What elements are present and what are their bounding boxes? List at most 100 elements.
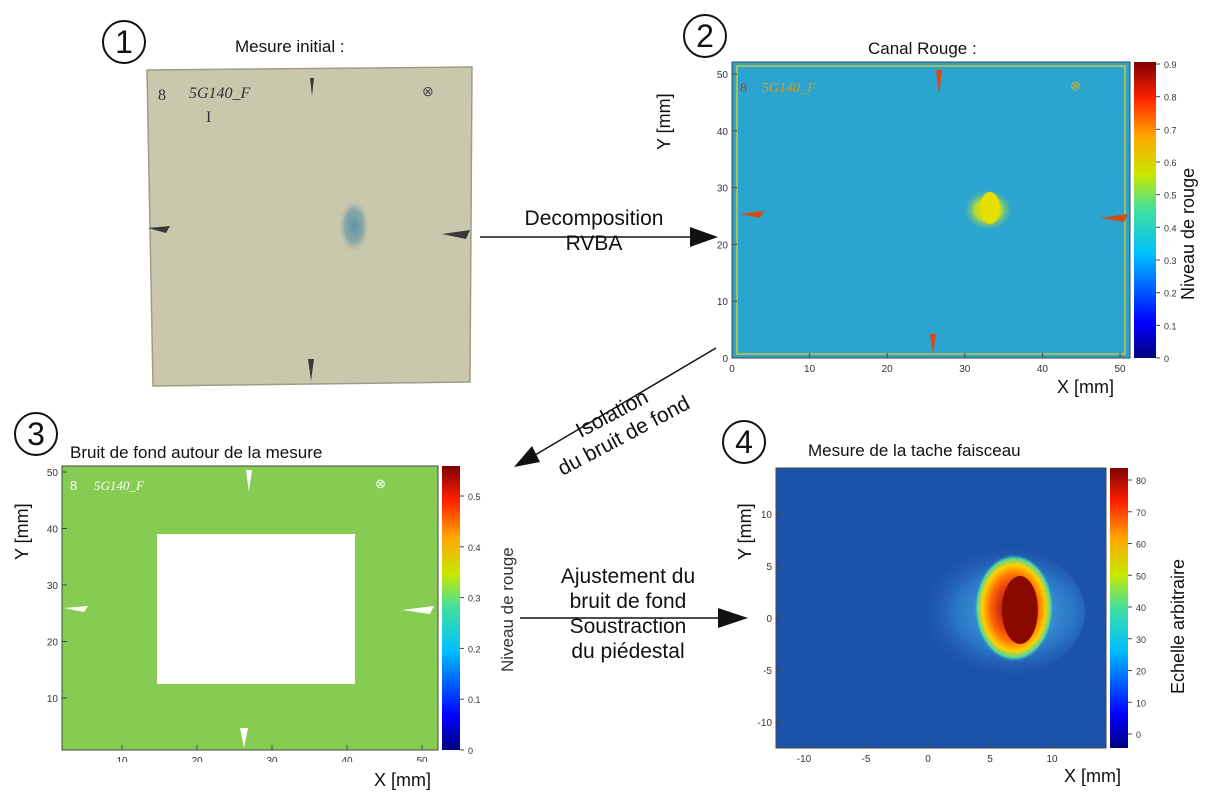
panel4-title: Mesure de la tache faisceau: [808, 441, 1021, 460]
panel3-colorbar-ticks: 00.10.20.30.40.5: [460, 492, 481, 756]
panel3-y-tick: 30: [47, 581, 59, 592]
panel4-x-tick: 5: [987, 754, 993, 765]
panel3-y-tick: 50: [47, 468, 59, 479]
panel3-y-tick: 10: [47, 694, 59, 705]
svg-text:⊗: ⊗: [1070, 78, 1081, 93]
panel3-title: Bruit de fond autour de la mesure: [70, 443, 323, 462]
panel4-z-tick: 10: [1136, 698, 1146, 708]
panel2-heatmap: 5G140_F 8 ⊗ 0 10 20 30 40 50 0 10 20 30 40 50 0 0.1…: [700, 58, 1180, 378]
svg-text:⊗: ⊗: [375, 476, 386, 491]
panel4-z-tick: 80: [1136, 476, 1146, 486]
panel4-x-tick: 10: [1046, 754, 1058, 765]
decomposition-line2: RVBA: [565, 232, 623, 255]
panel4-z-tick: 20: [1136, 667, 1146, 677]
panel2-z-tick: 0.9: [1164, 60, 1177, 70]
panel2-yticks: 0 10 20 30 40 50: [717, 70, 737, 365]
panel2-colorbar-ticks: 0 0.1 0.2 0.3 0.4 0.5 0.6 0.7 0.8 0.9: [1156, 60, 1177, 364]
decomposition-line1: Decomposition: [524, 207, 664, 230]
panel3-y-tick: 40: [47, 525, 59, 536]
panel4-y-tick: -5: [763, 666, 772, 677]
panel2-zlabel: Niveau de rouge: [1178, 167, 1198, 300]
panel4-z-tick: 30: [1136, 635, 1146, 645]
panel2-z-tick: 0.8: [1164, 93, 1177, 103]
ajustement-line3: Soustraction: [569, 615, 687, 638]
panel2-title: Canal Rouge :: [868, 39, 977, 58]
panel2-z-tick: 0.6: [1164, 158, 1177, 168]
panel4-x-tick: 0: [925, 754, 931, 765]
panel4-z-tick: 50: [1136, 571, 1146, 581]
panel4-z-tick: 0: [1136, 730, 1141, 740]
panel4-colorbar-ticks: 0 10 20 30 40 50 60 70 80: [1128, 476, 1146, 740]
step-number-2: 2: [683, 14, 727, 58]
panel4-x-tick: -5: [862, 754, 871, 765]
step-number-1: 1: [102, 20, 146, 64]
panel2-y-tick: 40: [717, 127, 729, 138]
step-number-3: 3: [14, 412, 58, 456]
arrow-decomposition: [480, 225, 720, 249]
panel3-x-tick: 10: [116, 756, 128, 762]
panel2-z-tick: 0.2: [1164, 289, 1177, 299]
panel2-x-tick: 0: [729, 364, 735, 375]
panel4-x-tick: -10: [797, 754, 812, 765]
panel3-yticks: 10 20 30 40 50: [47, 468, 67, 705]
ajustement-line1: Ajustement du: [560, 565, 696, 588]
panel4-z-tick: 60: [1136, 540, 1146, 550]
film-photo: 8 5G140_F I ⊗: [144, 66, 474, 388]
arrow-ajustement: [520, 606, 750, 630]
panel3-xlabel: X [mm]: [374, 770, 431, 790]
svg-text:⊗: ⊗: [422, 83, 434, 99]
panel2-y-tick: 0: [722, 354, 728, 365]
arrow-ajustement-label: Ajustement du bruit de fond Soustraction…: [520, 564, 736, 664]
panel2-z-tick: 0.3: [1164, 256, 1177, 266]
panel4-y-tick: -10: [758, 718, 773, 729]
svg-text:8: 8: [740, 81, 747, 96]
panel3-x-tick: 40: [341, 756, 353, 762]
panel4-y-tick: 0: [766, 614, 772, 625]
panel2-z-tick: 0.4: [1164, 223, 1177, 233]
panel2-xlabel: X [mm]: [1057, 377, 1114, 397]
panel3-x-tick: 50: [416, 756, 428, 762]
svg-text:5G140_F: 5G140_F: [762, 81, 816, 96]
panel1-title: Mesure initial :: [235, 37, 345, 56]
step-number-4: 4: [722, 420, 766, 464]
panel2-x-tick: 20: [882, 364, 894, 375]
panel2-z-tick: 0.7: [1164, 125, 1177, 135]
panel2-z-tick: 0.1: [1164, 321, 1177, 331]
panel4-xlabel: X [mm]: [1064, 766, 1121, 786]
ajustement-line2: bruit de fond: [569, 590, 687, 613]
film-label: 5G140_F: [189, 85, 251, 102]
panel3-y-tick: 20: [47, 638, 59, 649]
panel4-y-tick: 5: [766, 562, 772, 573]
arrow-isolation: [510, 340, 730, 480]
panel4-yticks: 10 5 0 -5 -10: [758, 510, 781, 729]
panel2-z-tick: 0.5: [1164, 191, 1177, 201]
panel4-y-tick: 10: [761, 510, 773, 521]
panel2-y-tick: 30: [717, 184, 729, 195]
film-label-2: I: [206, 109, 211, 126]
arrow-decomposition-label: Decomposition RVBA: [496, 206, 692, 256]
panel3-z-tick: 0.2: [468, 644, 481, 654]
panel2-y-tick: 50: [717, 70, 729, 81]
panel3-xticks: 10 20 30 40 50: [116, 745, 428, 767]
panel3-x-tick: 20: [191, 756, 203, 762]
panel3-z-tick: 0.1: [468, 695, 481, 705]
panel2-z-tick: 0: [1164, 354, 1169, 364]
panel3-x-tick: 30: [266, 756, 278, 762]
ajustement-line4: du piédestal: [571, 640, 685, 663]
panel2-y-tick: 20: [717, 240, 729, 251]
panel2-x-tick: 40: [1037, 364, 1049, 375]
panel4-xticks: -10 -5 0 5 10: [797, 743, 1058, 765]
panel2-x-tick: 30: [959, 364, 971, 375]
panel2-x-tick: 50: [1114, 364, 1126, 375]
panel4-z-tick: 70: [1136, 508, 1146, 518]
svg-text:8: 8: [70, 478, 77, 493]
panel2-ylabel: Y [mm]: [654, 93, 674, 150]
panel4-z-tick: 40: [1136, 603, 1146, 613]
panel2-y-tick: 10: [717, 297, 729, 308]
panel3-z-tick: 0.5: [468, 492, 481, 502]
panel4-zlabel: Echelle arbitraire: [1168, 558, 1188, 694]
panel3-zlabel: Niveau de rouge: [498, 547, 517, 672]
